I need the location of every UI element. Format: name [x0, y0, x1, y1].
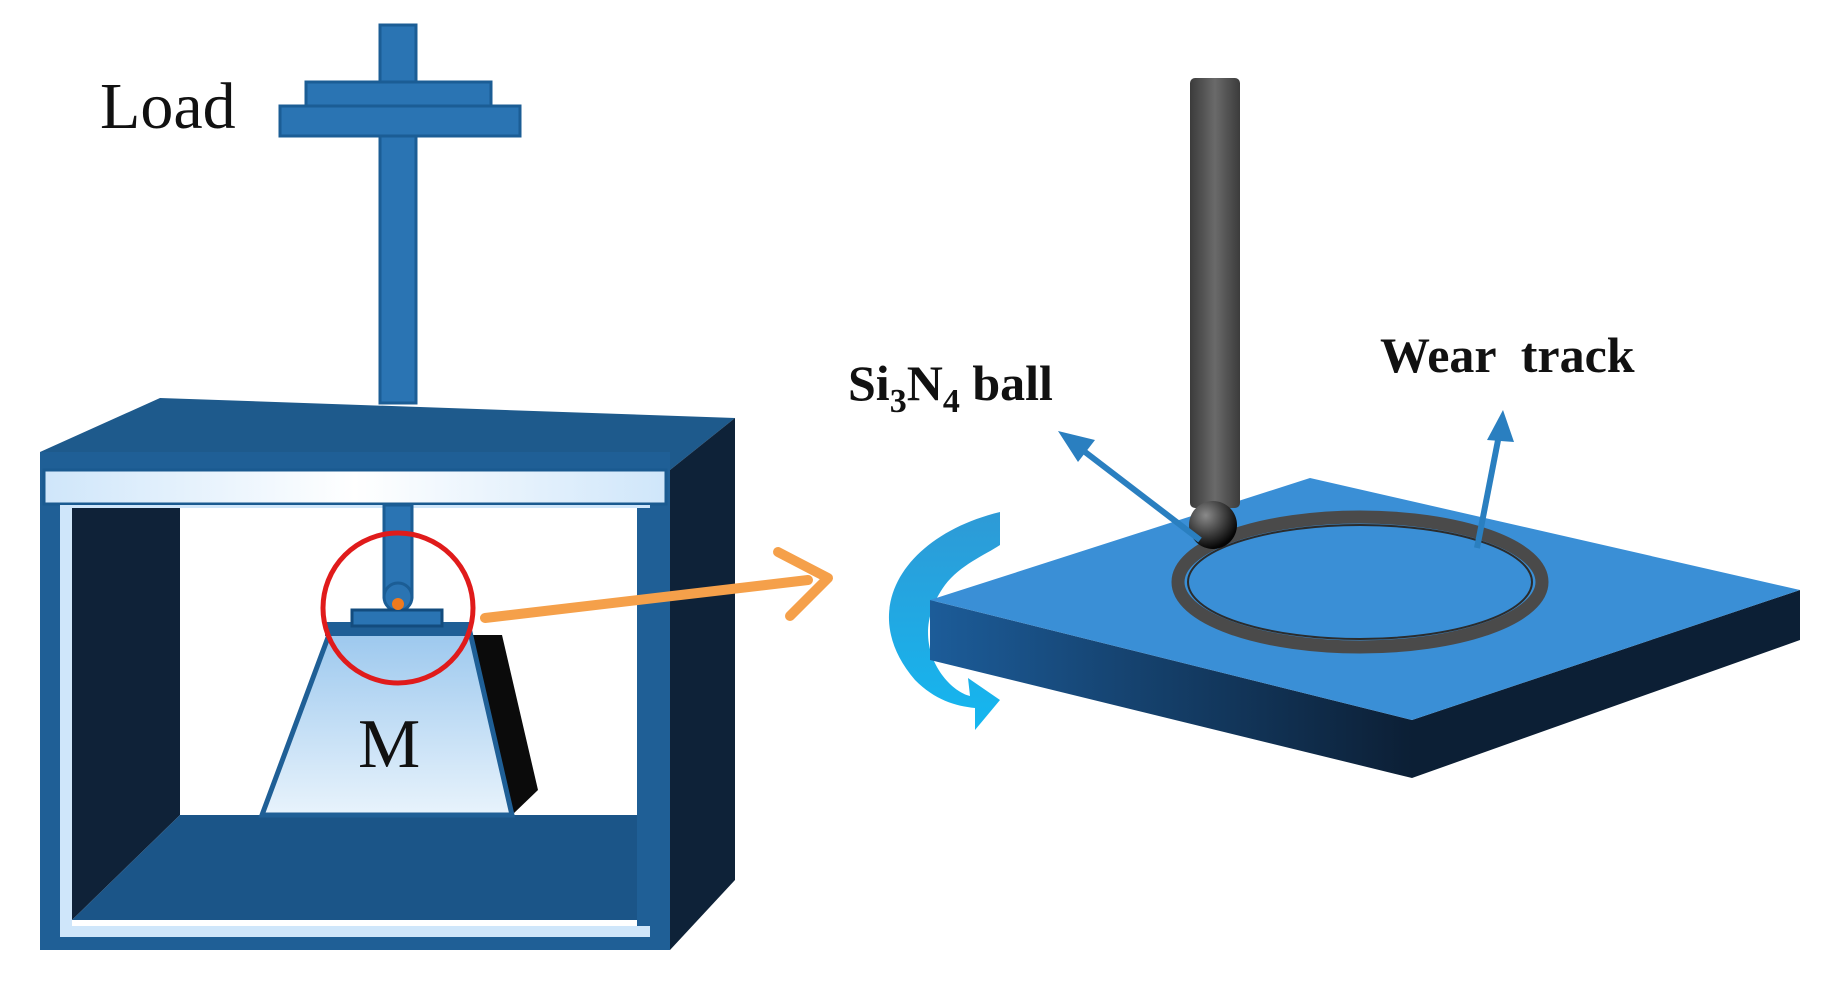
frame-right-side: [670, 418, 735, 950]
ball-pointer-arrow: [1058, 431, 1202, 543]
load-weight-top: [304, 80, 493, 108]
sample-plate: [930, 478, 1800, 778]
wear-track-inner: [1187, 524, 1533, 640]
frame-inner-right: [637, 508, 650, 926]
plate-top: [930, 478, 1800, 720]
wear-track-label: Wear track: [1380, 327, 1635, 383]
contact-point: [392, 598, 404, 610]
frame-light-bar: [42, 468, 668, 506]
si3n4-ball: [1189, 501, 1237, 549]
load-frame: [40, 398, 735, 950]
mass-block: [258, 598, 538, 818]
wear-track-pointer-arrow: [1474, 410, 1514, 549]
pin-rod: [1190, 78, 1240, 508]
frame-inner-left-wall: [72, 508, 180, 920]
plate-front-edge: [930, 600, 1412, 778]
pin-assembly: [1189, 78, 1240, 549]
rotation-arrow: [888, 512, 1000, 730]
mass-dark-side: [470, 635, 538, 815]
wear-track-ring: [1171, 510, 1549, 654]
zoom-pointer-arrow: [480, 547, 833, 623]
plate-right-edge: [1412, 590, 1800, 778]
specimen-holder: [350, 608, 444, 628]
contact-highlight-circle: [320, 530, 476, 686]
load-weight-bottom: [278, 104, 522, 138]
load-label: Load: [100, 70, 236, 143]
ball-label: Si3N4 ball: [848, 355, 1053, 420]
load-assembly: [278, 23, 522, 613]
frame-inner-floor: [72, 815, 637, 920]
mass-label: M: [358, 706, 420, 783]
